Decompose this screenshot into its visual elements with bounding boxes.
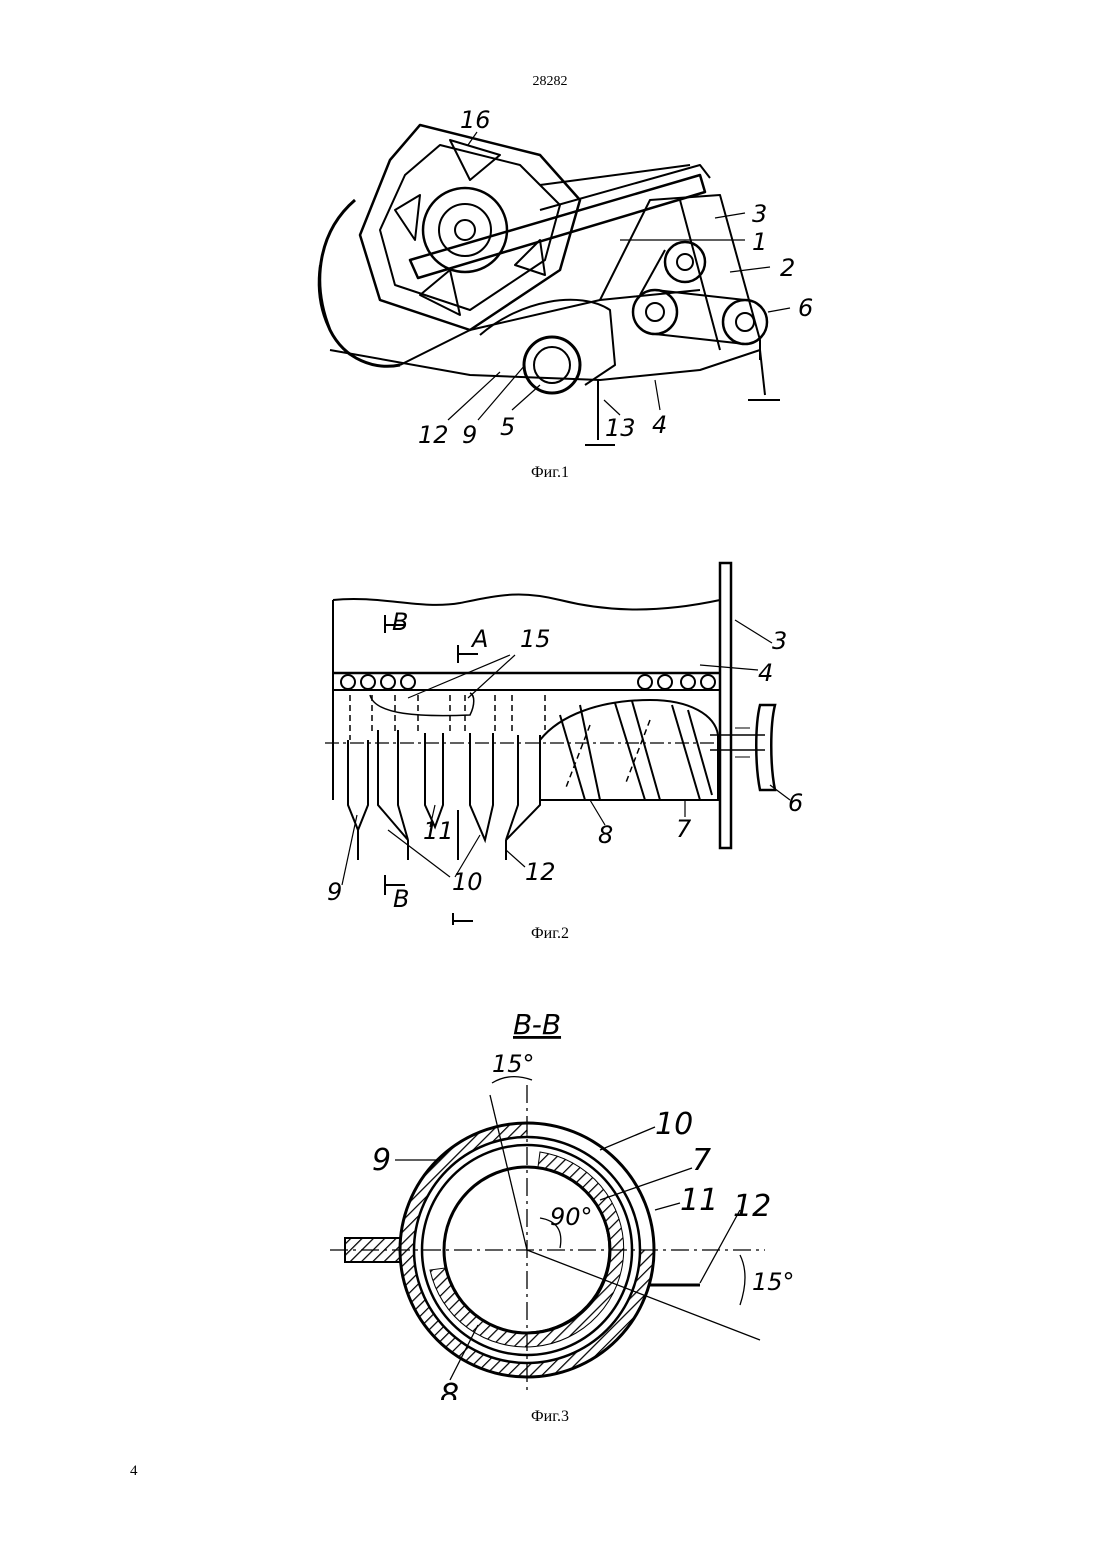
fig1-label-9: 9 <box>462 421 477 449</box>
page-number: 4 <box>130 1463 138 1480</box>
fig2-label-9: 9 <box>327 878 342 906</box>
fig2-label-4: 4 <box>758 659 773 687</box>
fig1-label-4: 4 <box>652 411 667 439</box>
fig3-section-title: B-B <box>513 1008 561 1041</box>
fig2-label-3: 3 <box>772 627 787 655</box>
figure-3-drawing: B-B 15° 10 9 7 90° 11 12 15° 8 <box>0 1000 1100 1400</box>
fig1-label-5: 5 <box>500 413 515 441</box>
fig3-label-12: 12 <box>733 1189 771 1224</box>
fig2-label-11: 11 <box>423 817 454 845</box>
fig2-label-8: 8 <box>598 821 613 849</box>
fig1-label-13: 13 <box>605 414 636 442</box>
figure-2-drawing: B A 15 3 4 6 11 8 7 9 10 12 B A <box>0 555 1100 925</box>
fig1-label-6: 6 <box>798 294 813 322</box>
fig3-label-7: 7 <box>692 1143 711 1178</box>
fig3-label-11: 11 <box>680 1183 718 1218</box>
fig1-label-2: 2 <box>780 254 795 282</box>
fig3-label-8: 8 <box>440 1378 459 1400</box>
fig2-label-7: 7 <box>676 815 692 843</box>
fig2-label-12: 12 <box>525 858 556 886</box>
fig2-label-10: 10 <box>452 868 483 896</box>
fig1-label-3: 3 <box>752 200 767 228</box>
fig3-label-90deg: 90° <box>550 1203 593 1231</box>
fig1-label-1: 1 <box>752 228 767 256</box>
fig2-label-6: 6 <box>788 789 803 817</box>
fig3-label-9: 9 <box>372 1143 391 1178</box>
fig1-label-12: 12 <box>418 421 449 449</box>
fig3-label-15deg-top: 15° <box>492 1050 535 1078</box>
figure-3-labels: B-B 15° 10 9 7 90° 11 12 15° 8 <box>372 1008 795 1400</box>
fig3-label-10: 10 <box>655 1107 693 1142</box>
document-number: 28282 <box>0 74 1100 90</box>
fig1-label-16: 16 <box>460 106 491 134</box>
figure-1-drawing: 16 3 1 2 6 12 9 5 13 4 <box>0 100 1100 460</box>
figure-1-caption: Фиг.1 <box>0 464 1100 482</box>
figure-1-labels: 16 3 1 2 6 12 9 5 13 4 <box>418 106 813 449</box>
figure-2-caption: Фиг.2 <box>0 925 1100 943</box>
fig3-label-15deg-right: 15° <box>752 1268 795 1296</box>
fig2-label-A-top: A <box>470 625 488 653</box>
figure-3-caption: Фиг.3 <box>0 1408 1100 1426</box>
fig2-label-15: 15 <box>520 625 551 653</box>
fig2-label-B-bottom: B <box>393 885 409 913</box>
fig2-label-B-top: B <box>392 608 408 636</box>
